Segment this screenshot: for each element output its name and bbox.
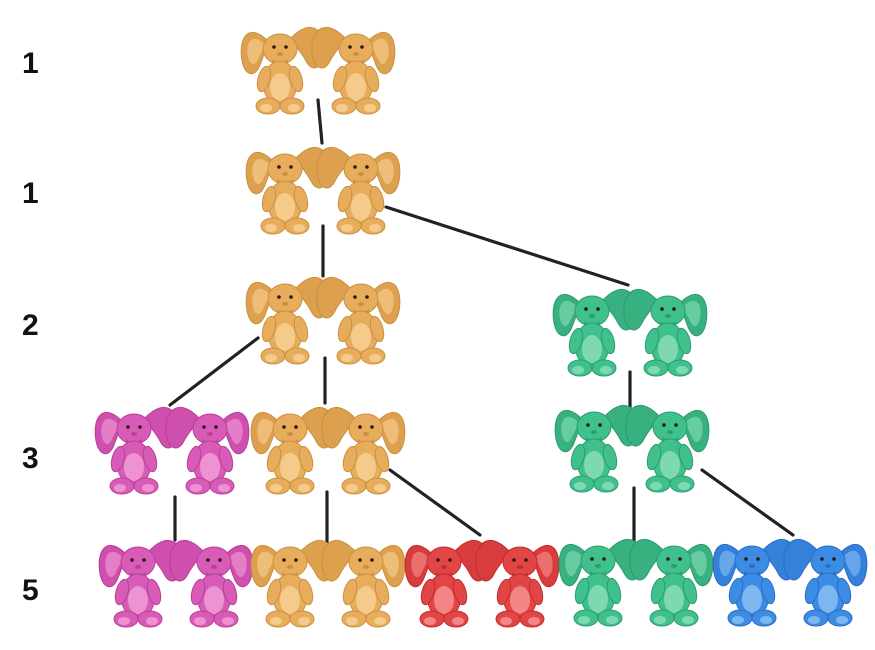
rabbit-icon bbox=[246, 147, 329, 234]
rabbit-icon bbox=[322, 407, 405, 494]
lineage-link-p7-p12 bbox=[702, 470, 793, 535]
rabbit-icon bbox=[784, 539, 867, 626]
rabbit-pair-green-gen3 bbox=[553, 289, 707, 376]
rabbit-icon bbox=[626, 405, 709, 492]
generation-4-count: 3 bbox=[22, 442, 39, 475]
generation-3-count: 2 bbox=[22, 309, 39, 342]
rabbit-pairs bbox=[95, 27, 867, 627]
lineage-link-p1-p2 bbox=[318, 100, 322, 143]
rabbit-pair-pink-gen4 bbox=[95, 407, 249, 494]
rabbit-icon bbox=[317, 277, 400, 364]
rabbit-icon bbox=[555, 405, 638, 492]
rabbit-icon bbox=[405, 540, 488, 627]
rabbit-icon bbox=[241, 27, 324, 114]
rabbit-icon bbox=[559, 539, 642, 626]
generation-count-column: 1 1 2 3 5 bbox=[22, 47, 39, 607]
lineage-link-p3-p5 bbox=[170, 338, 258, 405]
rabbit-pair-tan-gen3 bbox=[246, 277, 400, 364]
generation-2-count: 1 bbox=[22, 177, 39, 210]
rabbit-pair-pink-gen5 bbox=[99, 540, 253, 627]
rabbit-pair-blue-gen5 bbox=[713, 539, 867, 626]
generation-1-count: 1 bbox=[22, 47, 39, 80]
rabbit-icon bbox=[246, 277, 329, 364]
lineage-link-p2-p4 bbox=[386, 207, 628, 285]
rabbit-icon bbox=[312, 27, 395, 114]
rabbit-icon bbox=[322, 540, 405, 627]
rabbit-icon bbox=[166, 407, 249, 494]
rabbit-icon bbox=[251, 407, 334, 494]
rabbit-pair-green-gen4 bbox=[555, 405, 709, 492]
rabbit-icon bbox=[99, 540, 182, 627]
rabbit-icon bbox=[553, 289, 636, 376]
rabbit-icon bbox=[630, 539, 713, 626]
rabbit-icon bbox=[476, 540, 559, 627]
generation-5-count: 5 bbox=[22, 574, 39, 607]
rabbit-icon bbox=[713, 539, 796, 626]
rabbit-icon bbox=[251, 540, 334, 627]
rabbit-pair-tan-gen2 bbox=[246, 147, 400, 234]
rabbit-pair-tan-gen4 bbox=[251, 407, 405, 494]
rabbit-icon bbox=[624, 289, 707, 376]
lineage-link-p6-p10 bbox=[390, 470, 480, 535]
rabbit-icon bbox=[170, 540, 253, 627]
rabbit-icon bbox=[95, 407, 178, 494]
rabbit-icon bbox=[317, 147, 400, 234]
rabbit-pair-red-gen5 bbox=[405, 540, 559, 627]
rabbit-pair-green-gen5 bbox=[559, 539, 713, 626]
rabbit-pair-tan-gen5 bbox=[251, 540, 405, 627]
